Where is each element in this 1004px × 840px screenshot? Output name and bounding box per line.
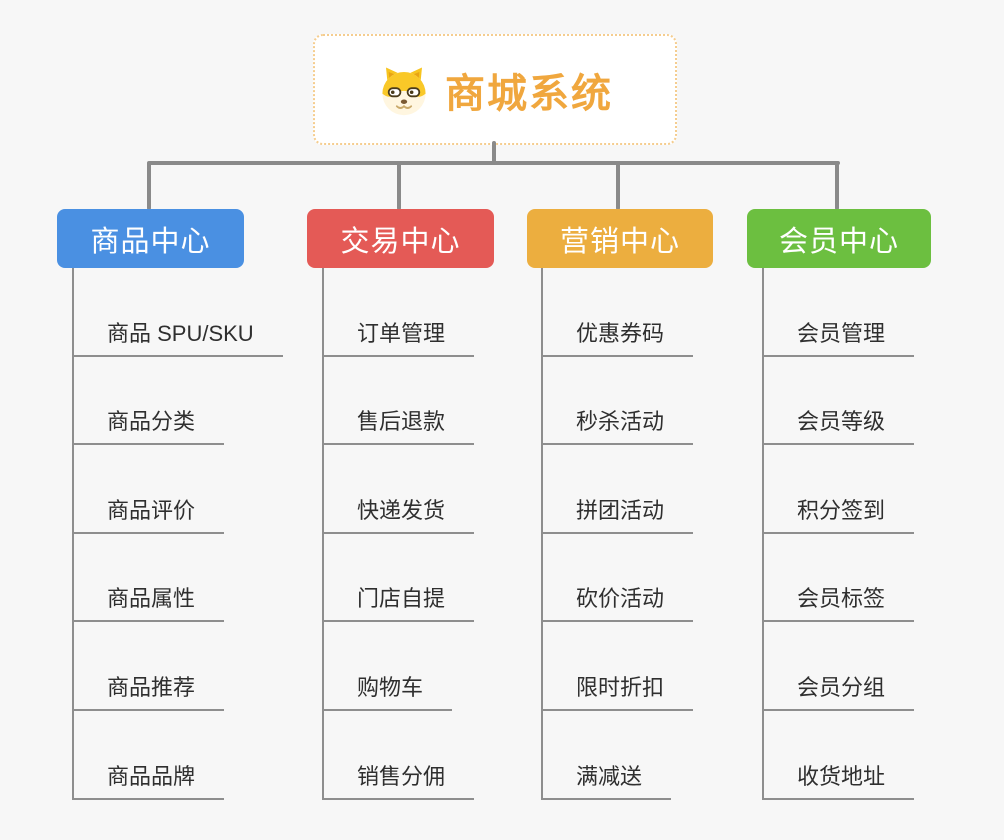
leaf-node[interactable]: 商品推荐: [74, 622, 283, 711]
leaf-node[interactable]: 优惠券码: [543, 268, 694, 357]
leaf-node[interactable]: 秒杀活动: [543, 357, 694, 446]
leaf-node[interactable]: 会员管理: [764, 268, 915, 357]
connector-drop-marketing: [616, 161, 620, 210]
leaf-node[interactable]: 积分签到: [764, 445, 915, 534]
branch-label: 交易中心: [340, 225, 461, 258]
leaf-node[interactable]: 满减送: [543, 711, 693, 800]
root-title: 商城系统: [445, 71, 613, 116]
root-node-mall-system[interactable]: 商城系统: [313, 34, 677, 145]
leaf-node[interactable]: 商品 SPU/SKU: [74, 268, 283, 357]
connector-drop-product: [147, 161, 151, 210]
leaf-node[interactable]: 砍价活动: [543, 534, 694, 623]
leaf-node[interactable]: 会员分组: [764, 622, 915, 711]
leaf-label: 拼团活动: [543, 493, 694, 534]
leaf-node[interactable]: 商品属性: [74, 534, 283, 623]
leaf-node[interactable]: 拼团活动: [543, 445, 694, 534]
leaf-node[interactable]: 商品评价: [74, 445, 283, 534]
branch-children-member: 会员管理 会员等级 积分签到 会员标签 会员分组 收货地址: [762, 268, 915, 800]
leaf-label: 会员标签: [764, 581, 915, 623]
branch-children-product: 商品 SPU/SKU 商品分类 商品评价 商品属性 商品推荐 商品品牌: [72, 268, 283, 800]
leaf-label: 优惠券码: [543, 316, 694, 357]
leaf-node[interactable]: 限时折扣: [543, 622, 694, 711]
connector-drop-trade: [397, 161, 401, 210]
branch-label: 营销中心: [559, 225, 680, 258]
leaf-label: 砍价活动: [543, 581, 694, 623]
leaf-node[interactable]: 售后退款: [324, 357, 475, 446]
leaf-node[interactable]: 门店自提: [324, 534, 475, 623]
leaf-node[interactable]: 购物车: [324, 622, 474, 711]
leaf-label: 商品品牌: [74, 759, 225, 800]
leaf-node[interactable]: 会员标签: [764, 534, 915, 623]
leaf-node[interactable]: 会员等级: [764, 357, 915, 446]
connector-drop-member: [835, 161, 839, 210]
branch-node-marketing-center[interactable]: 营销中心: [527, 209, 713, 268]
connector-cross-line: [148, 161, 840, 165]
branch-node-member-center[interactable]: 会员中心: [747, 209, 931, 268]
branch-label: 会员中心: [778, 225, 899, 258]
leaf-label: 满减送: [543, 759, 672, 800]
leaf-label: 购物车: [324, 670, 453, 711]
leaf-label: 商品分类: [74, 404, 225, 446]
leaf-label: 快递发货: [324, 493, 475, 534]
leaf-node[interactable]: 商品品牌: [74, 711, 283, 800]
leaf-label: 商品推荐: [74, 670, 225, 711]
doge-icon: [382, 67, 426, 115]
branch-node-product-center[interactable]: 商品中心: [57, 209, 244, 268]
leaf-label: 会员等级: [764, 404, 915, 446]
leaf-label: 门店自提: [324, 581, 475, 623]
leaf-label: 收货地址: [764, 759, 915, 800]
leaf-label: 售后退款: [324, 404, 475, 446]
branch-children-marketing: 优惠券码 秒杀活动 拼团活动 砍价活动 限时折扣 满减送: [541, 268, 694, 800]
leaf-label: 商品属性: [74, 581, 225, 623]
leaf-node[interactable]: 商品分类: [74, 357, 283, 446]
leaf-label: 秒杀活动: [543, 404, 694, 446]
connector-root-drop: [492, 141, 496, 165]
branch-children-trade: 订单管理 售后退款 快递发货 门店自提 购物车 销售分佣: [322, 268, 475, 800]
leaf-node[interactable]: 销售分佣: [324, 711, 475, 800]
leaf-node[interactable]: 订单管理: [324, 268, 475, 357]
branch-label: 商品中心: [90, 225, 211, 258]
leaf-label: 销售分佣: [324, 759, 475, 800]
leaf-node[interactable]: 快递发货: [324, 445, 475, 534]
leaf-label: 会员管理: [764, 316, 915, 357]
leaf-label: 会员分组: [764, 670, 915, 711]
branch-node-trade-center[interactable]: 交易中心: [307, 209, 494, 268]
leaf-node[interactable]: 收货地址: [764, 711, 915, 800]
leaf-label: 商品评价: [74, 493, 225, 534]
leaf-label: 限时折扣: [543, 670, 694, 711]
leaf-label: 订单管理: [324, 316, 475, 357]
leaf-label: 商品 SPU/SKU: [74, 316, 283, 357]
leaf-label: 积分签到: [764, 493, 915, 534]
